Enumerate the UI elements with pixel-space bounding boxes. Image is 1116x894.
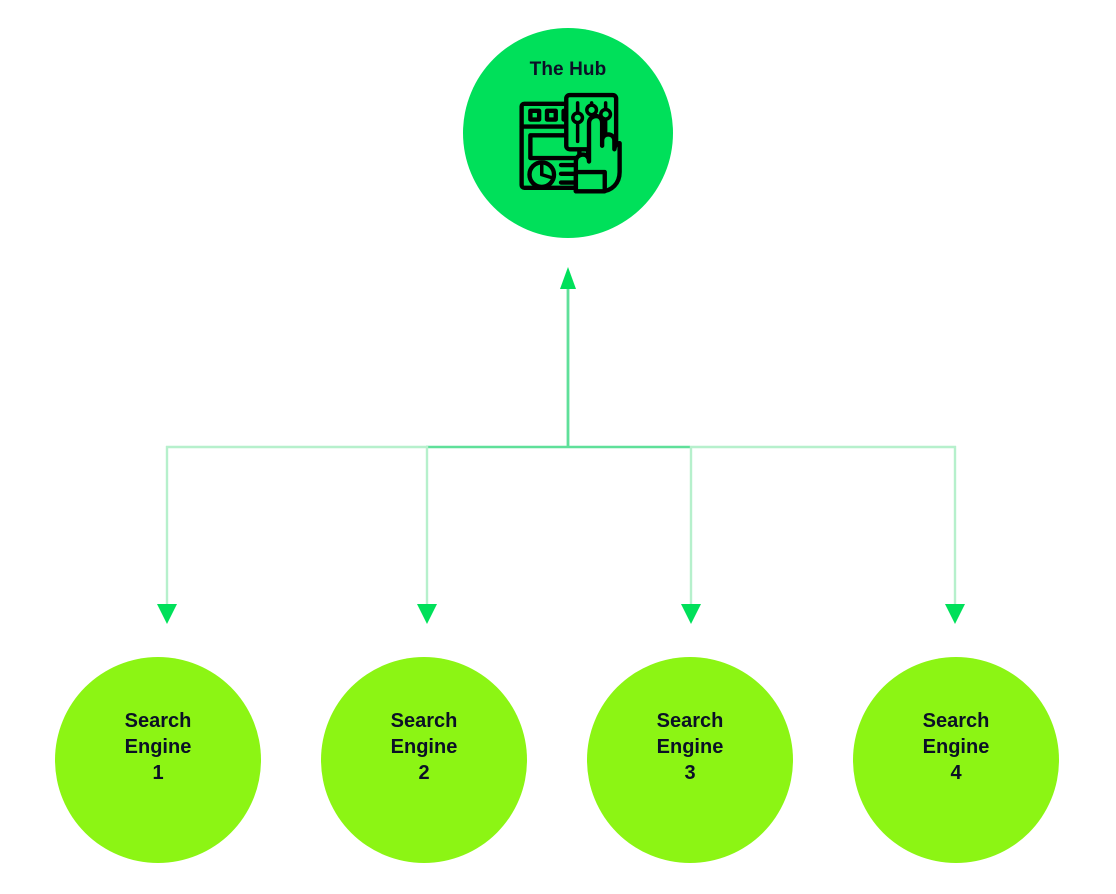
leaf-node-search-engine-2[interactable]: Search Engine 2: [321, 657, 527, 863]
leaf-node-label: Search Engine 1: [124, 710, 192, 784]
dashboard-control-panel-hand-icon: [519, 92, 622, 194]
leaf-node-label: Search Engine 3: [656, 710, 724, 784]
drop-arrowhead-2: [417, 604, 437, 624]
drop-arrowhead-4: [945, 604, 965, 624]
leaf-node-label: Search Engine 2: [390, 710, 458, 784]
leaf-node-label: Search Engine 4: [922, 710, 990, 784]
hub-node[interactable]: The Hub: [463, 28, 673, 238]
drop-arrowhead-1: [157, 604, 177, 624]
leaf-node-search-engine-1[interactable]: Search Engine 1: [55, 657, 261, 863]
hub-inbound-arrowhead: [560, 267, 576, 289]
drop-arrowhead-3: [681, 604, 701, 624]
leaf-node-search-engine-4[interactable]: Search Engine 4: [853, 657, 1059, 863]
hub-label: The Hub: [529, 59, 607, 80]
leaf-node-search-engine-3[interactable]: Search Engine 3: [587, 657, 793, 863]
